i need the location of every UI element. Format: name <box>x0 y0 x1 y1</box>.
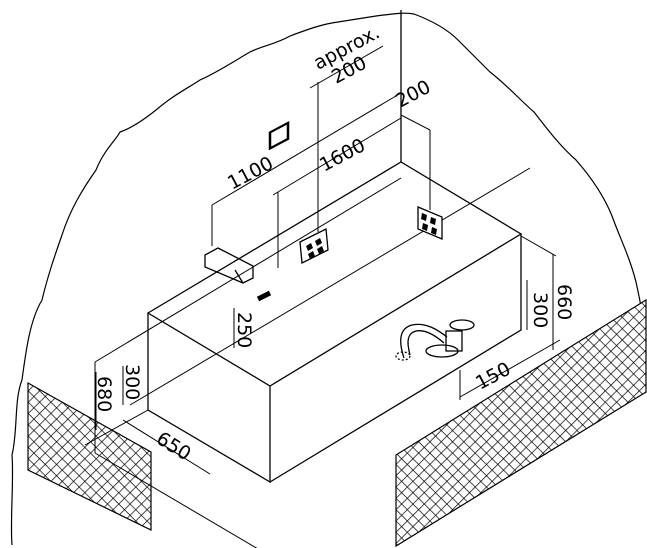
drain-pipe <box>395 319 475 361</box>
dimension-length-to-valve: 1600 <box>316 134 369 176</box>
spout <box>204 247 254 284</box>
outlet-box <box>268 120 290 151</box>
hatch-block-left <box>27 381 152 531</box>
dimension-total-height-left: 680 <box>93 376 115 412</box>
dimension-apron-height: 300 <box>121 364 143 400</box>
valve-icon <box>299 227 329 265</box>
tub-top-rim <box>146 161 523 387</box>
guide-line <box>94 177 402 363</box>
dimension-length-to-spout: 1100 <box>224 152 277 194</box>
spout-detail <box>234 269 244 284</box>
dimension-outlet-height: 250 <box>233 312 255 348</box>
guide-line <box>84 409 149 446</box>
tub-side-face <box>269 234 522 483</box>
dimension-tub-height-right: 660 <box>553 284 575 320</box>
dimension-side-offset: 200 <box>392 76 434 112</box>
wall-outline <box>10 12 647 546</box>
tub-front-face <box>147 313 271 484</box>
guide-line <box>129 167 531 406</box>
dimension-top-rim-right: 300 <box>529 292 551 328</box>
hatch-block-right <box>395 298 647 548</box>
outlet-detail <box>256 290 272 302</box>
valve-icon <box>417 206 443 240</box>
guide-line <box>94 452 258 548</box>
